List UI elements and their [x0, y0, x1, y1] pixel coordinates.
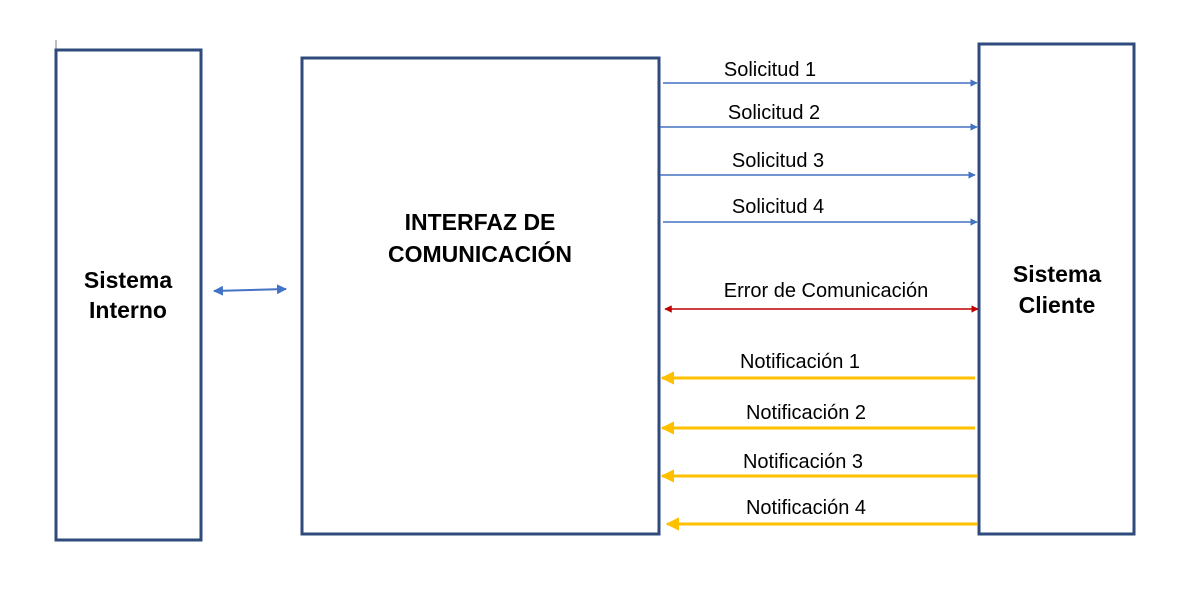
notification-arrows: Notificación 1 Notificación 2 Notificaci… [660, 351, 977, 531]
notification-1-label: Notificación 1 [740, 351, 860, 373]
request-arrows: Solicitud 1 Solicitud 2 Solicitud 3 Soli… [660, 59, 978, 226]
interface-title-line1: INTERFAZ DE [405, 209, 556, 235]
internal-system-title-line2: Interno [89, 297, 167, 323]
interface-title-line2: COMUNICACIÓN [388, 240, 572, 267]
request-2-label: Solicitud 2 [728, 102, 820, 124]
client-system-title-line1: Sistema [1013, 261, 1101, 287]
request-1-label: Solicitud 1 [724, 59, 816, 81]
notification-2-label: Notificación 2 [746, 402, 866, 424]
request-3-label: Solicitud 3 [732, 150, 824, 172]
notification-3-label: Notificación 3 [743, 451, 863, 473]
internal-interface-link-arrow [213, 284, 287, 296]
client-system-title-line2: Cliente [1019, 292, 1096, 318]
internal-system-box: Sistema Interno [54, 48, 203, 542]
client-system-box: Sistema Cliente [977, 42, 1136, 536]
error-arrow-group: Error de Comunicación [664, 280, 979, 313]
internal-system-title-line1: Sistema [84, 267, 172, 293]
communication-error-label: Error de Comunicación [724, 280, 929, 302]
request-4-label: Solicitud 4 [732, 196, 824, 218]
notification-4-label: Notificación 4 [746, 497, 866, 519]
interface-box: INTERFAZ DE COMUNICACIÓN [300, 56, 661, 536]
